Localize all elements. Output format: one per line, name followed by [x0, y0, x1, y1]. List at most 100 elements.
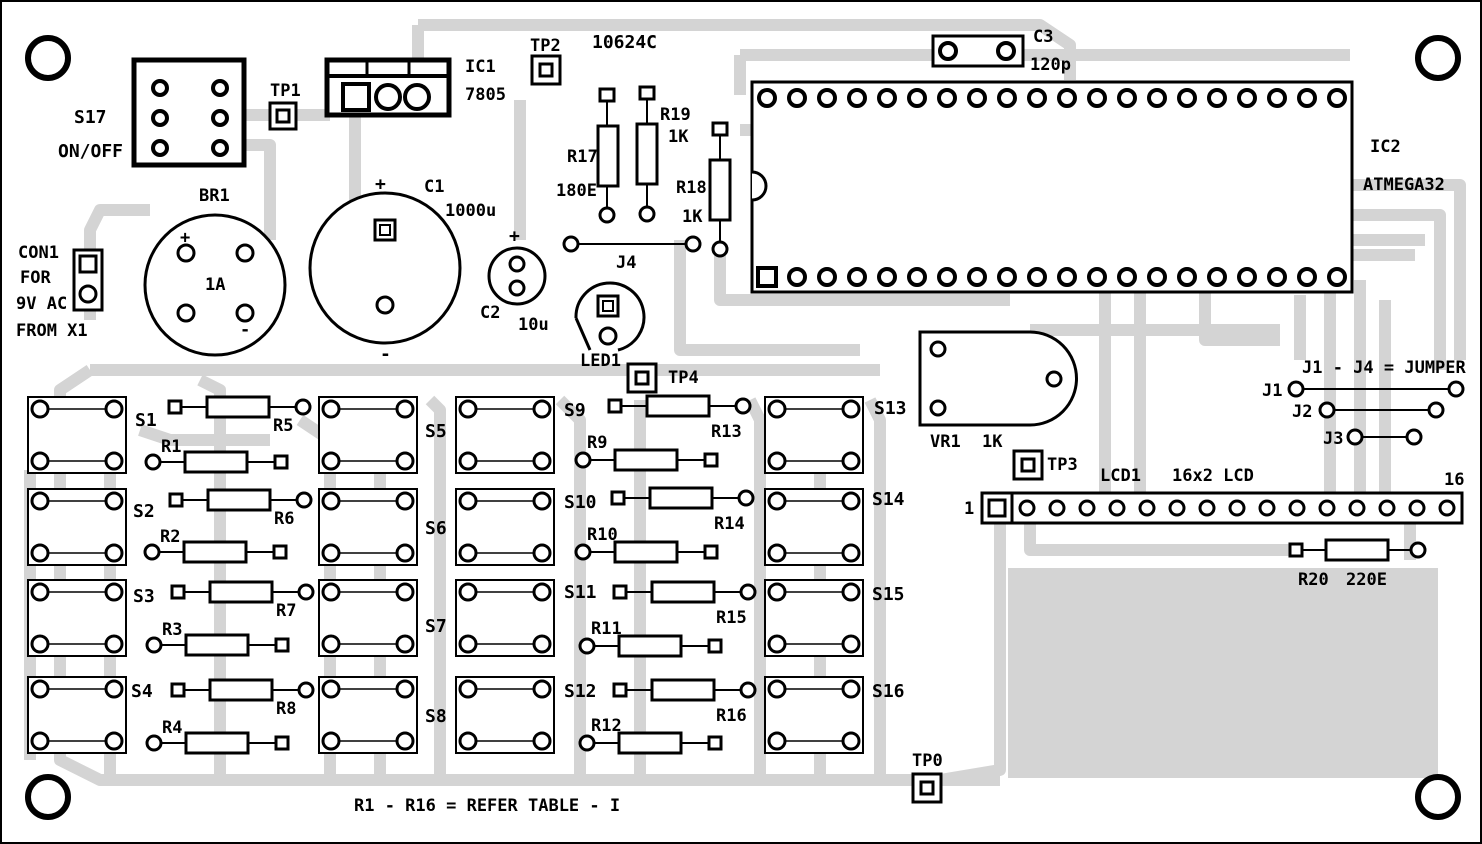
r20-body — [1324, 538, 1390, 562]
switch-s10[interactable] — [455, 488, 555, 566]
resistor-label: R10 — [587, 525, 618, 545]
resistor-label: R8 — [276, 699, 296, 719]
ic2-pin — [756, 266, 778, 288]
ic2-pin — [877, 267, 897, 287]
s17-pads — [151, 79, 229, 157]
c2-value: 10u — [518, 315, 549, 335]
lcd-pin — [1438, 499, 1456, 517]
lcd-copper-area — [1008, 568, 1438, 778]
ic2-pin — [1297, 267, 1317, 287]
r18-resistor — [708, 121, 732, 258]
resistor-label: R13 — [711, 422, 742, 442]
resistor-label: R2 — [160, 527, 180, 547]
ic2-pin — [1177, 88, 1197, 108]
switch-s8[interactable] — [318, 676, 418, 754]
ic2-pin — [937, 267, 957, 287]
vr1-label: VR1 — [930, 432, 961, 452]
tp1-label: TP1 — [270, 81, 301, 101]
lcd-pins — [987, 498, 1456, 518]
ic2-pin — [907, 267, 927, 287]
lcd-pin1-label: 1 — [964, 499, 974, 519]
c2-plus: + — [509, 226, 520, 247]
r18-label: R18 — [676, 178, 707, 198]
r17-value: 180E — [556, 181, 597, 201]
switch-label: S6 — [425, 518, 447, 539]
mount-hole-icon — [25, 774, 71, 820]
switch-label: S13 — [874, 398, 907, 419]
ic2-pin — [1327, 88, 1347, 108]
resistor-label: R15 — [716, 608, 747, 628]
j4-label: J4 — [616, 253, 636, 273]
con1-line-3: 9V AC — [16, 294, 67, 314]
j2-label: J2 — [1292, 402, 1312, 422]
switch-s12[interactable] — [455, 676, 555, 754]
lcd-pin — [1288, 499, 1306, 517]
ic2-pin — [1237, 267, 1257, 287]
switch-s2[interactable] — [27, 488, 127, 566]
ic2-pin — [1087, 267, 1107, 287]
ic2-pin — [1207, 88, 1227, 108]
ic2-pin — [847, 88, 867, 108]
resistor-r5: R5 — [167, 395, 312, 436]
resistor-r10: R10 — [574, 525, 719, 564]
switch-s1[interactable] — [27, 396, 127, 474]
ic2-pin — [1327, 267, 1347, 287]
lcd-type-label: 16x2 LCD — [1172, 466, 1254, 486]
switch-s6[interactable] — [318, 488, 418, 566]
lcd-pin — [1198, 499, 1216, 517]
switch-s14[interactable] — [764, 488, 864, 566]
r17-resistor — [596, 87, 620, 224]
r20-label: R20 — [1298, 570, 1329, 590]
switch-s4[interactable] — [27, 676, 127, 754]
footnote: R1 - R16 = REFER TABLE - I — [354, 796, 620, 816]
switch-label: S9 — [564, 400, 586, 421]
switch-s5[interactable] — [318, 396, 418, 474]
ic2-pin — [1147, 267, 1167, 287]
lcd-pin — [1138, 499, 1156, 517]
c1-minus: - — [380, 344, 391, 365]
c1-outline — [308, 191, 462, 345]
r20-value: 220E — [1346, 570, 1387, 590]
con1-line-1: CON1 — [18, 243, 59, 263]
vr1-value: 1K — [982, 432, 1003, 452]
r17-label: R17 — [567, 147, 598, 167]
lcd-pin — [1408, 499, 1426, 517]
c3-label: C3 — [1033, 27, 1053, 47]
tp2-label: TP2 — [530, 36, 561, 56]
switch-s16[interactable] — [764, 676, 864, 754]
c1-label: C1 — [424, 177, 444, 197]
switch-s7[interactable] — [318, 579, 418, 657]
ic2-pin — [1027, 267, 1047, 287]
lcd-pin — [1108, 499, 1126, 517]
lcd-pin — [1318, 499, 1336, 517]
resistor-r4: R4 — [145, 718, 290, 755]
ic2-value: ATMEGA32 — [1363, 175, 1445, 195]
tp1-pad — [268, 101, 298, 131]
jumper-note: J1 - J4 = JUMPER — [1302, 358, 1467, 378]
resistor-r13: R13 — [607, 394, 752, 442]
resistor-r12: R12 — [578, 716, 723, 755]
ic2-pin — [997, 88, 1017, 108]
mount-hole-icon — [25, 35, 71, 81]
resistor-label: R11 — [591, 619, 622, 639]
switch-label: S12 — [564, 681, 597, 702]
switch-label: S1 — [135, 410, 157, 431]
switch-s11[interactable] — [455, 579, 555, 657]
ic2-pin — [877, 88, 897, 108]
lcd-pin — [987, 498, 1007, 518]
ic2-pin — [1267, 88, 1287, 108]
switch-s9[interactable] — [455, 396, 555, 474]
resistor-label: R12 — [591, 716, 622, 736]
switch-label: S4 — [131, 681, 153, 702]
resistor-label: R9 — [587, 433, 607, 453]
br1-plus: + — [180, 228, 190, 248]
switch-s15[interactable] — [764, 579, 864, 657]
c1-plus: + — [375, 174, 386, 195]
switch-s13[interactable] — [764, 396, 864, 474]
lcd-pin — [1078, 499, 1096, 517]
resistor-r9: R9 — [574, 433, 719, 472]
resistor-r2: R2 — [143, 527, 288, 564]
lcd1-label: LCD1 — [1100, 466, 1141, 486]
switch-s3[interactable] — [27, 579, 127, 657]
resistor-label: R3 — [162, 620, 182, 640]
